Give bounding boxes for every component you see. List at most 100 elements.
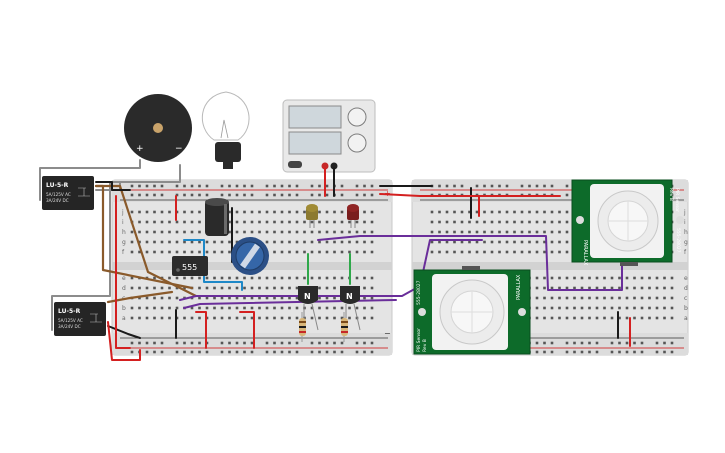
breadboard-hole[interactable] [370, 210, 374, 214]
relay-top[interactable]: LU-5-R 5A/125V AC 3A/24V DC [42, 176, 94, 210]
breadboard-hole[interactable] [265, 296, 269, 300]
breadboard-hole[interactable] [565, 316, 569, 320]
rail-hole[interactable] [333, 350, 336, 354]
rail-hole[interactable] [528, 184, 531, 188]
breadboard-hole[interactable] [475, 250, 479, 254]
breadboard-hole[interactable] [333, 220, 336, 224]
breadboard-hole[interactable] [340, 276, 344, 280]
rail-hole[interactable] [288, 184, 291, 188]
breadboard-hole[interactable] [310, 250, 314, 254]
breadboard-hole[interactable] [273, 316, 276, 320]
breadboard-hole[interactable] [340, 220, 344, 224]
breadboard-hole[interactable] [265, 276, 269, 280]
breadboard-hole[interactable] [505, 220, 509, 224]
breadboard-hole[interactable] [565, 306, 569, 310]
breadboard-hole[interactable] [228, 230, 231, 234]
breadboard-hole[interactable] [228, 296, 231, 300]
rail-hole[interactable] [160, 193, 164, 197]
rail-hole[interactable] [198, 341, 201, 345]
breadboard-hole[interactable] [325, 220, 329, 224]
breadboard-hole[interactable] [318, 240, 321, 244]
rail-hole[interactable] [190, 341, 194, 345]
rail-hole[interactable] [138, 184, 141, 188]
breadboard-hole[interactable] [363, 276, 366, 280]
breadboard-hole[interactable] [490, 250, 494, 254]
breadboard-hole[interactable] [655, 276, 659, 280]
breadboard-hole[interactable] [633, 306, 636, 310]
breadboard-hole[interactable] [318, 296, 321, 300]
breadboard-hole[interactable] [438, 210, 441, 214]
breadboard-hole[interactable] [550, 306, 554, 310]
breadboard-hole[interactable] [243, 210, 246, 214]
breadboard-hole[interactable] [453, 210, 456, 214]
breadboard-hole[interactable] [138, 316, 141, 320]
rail-hole[interactable] [610, 341, 614, 345]
potentiometer[interactable] [231, 237, 269, 275]
breadboard-hole[interactable] [475, 210, 479, 214]
breadboard-hole[interactable] [543, 316, 546, 320]
rail-hole[interactable] [318, 341, 321, 345]
rail-hole[interactable] [340, 341, 344, 345]
rail-hole[interactable] [588, 350, 591, 354]
breadboard-hole[interactable] [190, 240, 194, 244]
breadboard-hole[interactable] [153, 296, 156, 300]
breadboard-hole[interactable] [318, 306, 321, 310]
rail-hole[interactable] [633, 350, 636, 354]
breadboard-hole[interactable] [340, 230, 344, 234]
breadboard-hole[interactable] [190, 316, 194, 320]
rail-hole[interactable] [160, 350, 164, 354]
breadboard-hole[interactable] [273, 276, 276, 280]
breadboard-hole[interactable] [205, 250, 209, 254]
breadboard-hole[interactable] [648, 286, 651, 290]
breadboard-hole[interactable] [640, 316, 644, 320]
breadboard-hole[interactable] [565, 220, 569, 224]
breadboard-hole[interactable] [168, 316, 171, 320]
breadboard-hole[interactable] [220, 276, 224, 280]
breadboard-hole[interactable] [205, 276, 209, 280]
breadboard-hole[interactable] [190, 276, 194, 280]
rail-hole[interactable] [483, 184, 486, 188]
breadboard-hole[interactable] [348, 230, 351, 234]
breadboard-hole[interactable] [370, 306, 374, 310]
breadboard-hole[interactable] [168, 210, 171, 214]
breadboard-hole[interactable] [198, 240, 201, 244]
breadboard-hole[interactable] [303, 220, 306, 224]
breadboard-hole[interactable] [130, 240, 134, 244]
breadboard-hole[interactable] [490, 210, 494, 214]
rail-hole[interactable] [198, 184, 201, 188]
breadboard-hole[interactable] [265, 210, 269, 214]
breadboard-hole[interactable] [513, 230, 516, 234]
breadboard-hole[interactable] [145, 316, 149, 320]
breadboard-hole[interactable] [250, 306, 254, 310]
breadboard-hole[interactable] [558, 250, 561, 254]
breadboard-hole[interactable] [190, 220, 194, 224]
rail-hole[interactable] [663, 341, 666, 345]
terminal-positive[interactable] [321, 162, 329, 170]
breadboard-hole[interactable] [168, 306, 171, 310]
rail-hole[interactable] [333, 341, 336, 345]
breadboard-hole[interactable] [258, 210, 261, 214]
breadboard-hole[interactable] [603, 296, 606, 300]
rail-hole[interactable] [183, 341, 186, 345]
breadboard-hole[interactable] [190, 250, 194, 254]
breadboard-hole[interactable] [145, 240, 149, 244]
rail-hole[interactable] [228, 341, 231, 345]
rail-hole[interactable] [543, 350, 546, 354]
breadboard-hole[interactable] [573, 316, 576, 320]
breadboard-hole[interactable] [295, 296, 299, 300]
breadboard-hole[interactable] [175, 286, 179, 290]
breadboard-hole[interactable] [175, 240, 179, 244]
breadboard-hole[interactable] [520, 230, 524, 234]
breadboard-hole[interactable] [430, 250, 434, 254]
breadboard-hole[interactable] [213, 306, 216, 310]
breadboard-hole[interactable] [145, 296, 149, 300]
rail-hole[interactable] [243, 350, 246, 354]
rail-hole[interactable] [520, 184, 524, 188]
breadboard-hole[interactable] [205, 240, 209, 244]
breadboard-hole[interactable] [340, 250, 344, 254]
breadboard-hole[interactable] [655, 296, 659, 300]
breadboard-hole[interactable] [363, 286, 366, 290]
breadboard-hole[interactable] [370, 230, 374, 234]
wire-grey-relay2[interactable] [51, 164, 181, 331]
